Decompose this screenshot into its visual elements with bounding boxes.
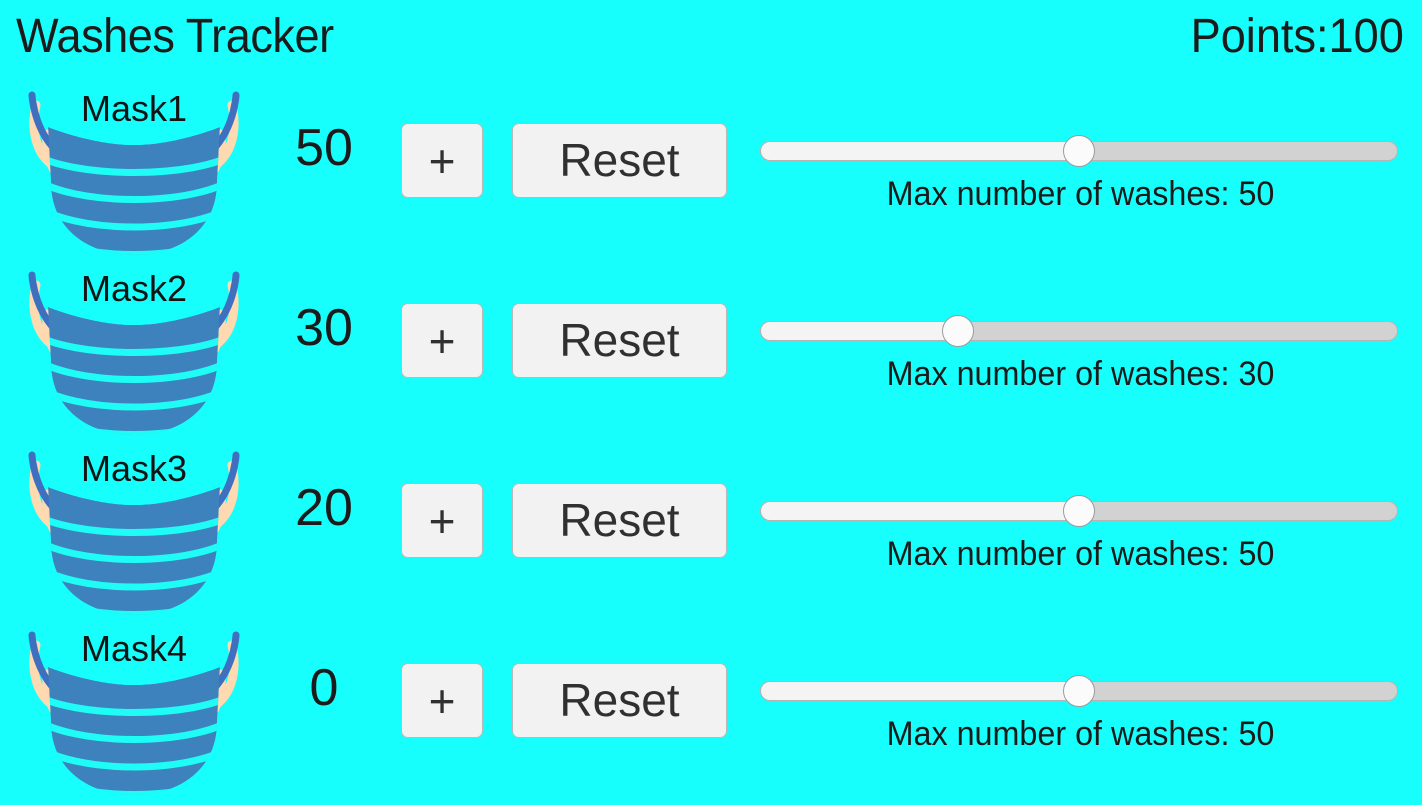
page-title: Washes Tracker xyxy=(16,10,334,63)
reset-button[interactable]: Reset xyxy=(512,483,727,558)
max-washes-slider-group: Max number of washes: 50 xyxy=(758,445,1403,617)
max-washes-slider-group: Max number of washes: 50 xyxy=(758,85,1403,257)
slider-caption: Max number of washes: 30 xyxy=(886,355,1275,393)
slider-thumb[interactable] xyxy=(1063,495,1095,527)
wash-count: 30 xyxy=(295,299,353,357)
max-washes-slider-group: Max number of washes: 30 xyxy=(758,265,1403,437)
slider-caption: Max number of washes: 50 xyxy=(886,535,1275,573)
increment-button[interactable]: + xyxy=(401,303,483,378)
face-mask-icon xyxy=(28,631,240,795)
mask-row: Mask4 0 + Reset Max number of washes: 50 xyxy=(0,625,1422,805)
reset-button[interactable]: Reset xyxy=(512,303,727,378)
increment-button[interactable]: + xyxy=(401,663,483,738)
slider-caption: Max number of washes: 50 xyxy=(886,715,1275,753)
mask-thumbnail-2: Mask3 xyxy=(12,445,256,617)
slider-caption: Max number of washes: 50 xyxy=(886,175,1275,213)
increment-button[interactable]: + xyxy=(401,123,483,198)
increment-button[interactable]: + xyxy=(401,483,483,558)
slider-thumb[interactable] xyxy=(1063,675,1095,707)
app-header: Washes Tracker Points:100 xyxy=(0,0,1422,82)
max-washes-slider[interactable] xyxy=(760,675,1398,707)
points-counter: Points:100 xyxy=(1190,10,1404,63)
mask-thumbnail-0: Mask1 xyxy=(12,85,256,257)
slider-track-filled xyxy=(760,501,1079,521)
face-mask-icon xyxy=(28,451,240,615)
wash-count: 20 xyxy=(295,479,353,537)
max-washes-slider[interactable] xyxy=(760,315,1398,347)
mask-thumbnail-1: Mask2 xyxy=(12,265,256,437)
max-washes-slider[interactable] xyxy=(760,135,1398,167)
slider-track-filled xyxy=(760,141,1079,161)
wash-count: 50 xyxy=(295,119,353,177)
face-mask-icon xyxy=(28,271,240,435)
slider-track-filled xyxy=(760,681,1079,701)
max-washes-slider-group: Max number of washes: 50 xyxy=(758,625,1403,797)
reset-button[interactable]: Reset xyxy=(512,123,727,198)
slider-thumb[interactable] xyxy=(1063,135,1095,167)
reset-button[interactable]: Reset xyxy=(512,663,727,738)
mask-row: Mask1 50 + Reset Max number of washes: 5… xyxy=(0,85,1422,265)
slider-thumb[interactable] xyxy=(941,315,974,347)
mask-thumbnail-3: Mask4 xyxy=(12,625,256,797)
mask-row: Mask2 30 + Reset Max number of washes: 3… xyxy=(0,265,1422,445)
slider-track-filled xyxy=(760,321,958,341)
mask-row: Mask3 20 + Reset Max number of washes: 5… xyxy=(0,445,1422,625)
max-washes-slider[interactable] xyxy=(760,495,1398,527)
wash-count: 0 xyxy=(309,659,339,717)
face-mask-icon xyxy=(28,91,240,255)
